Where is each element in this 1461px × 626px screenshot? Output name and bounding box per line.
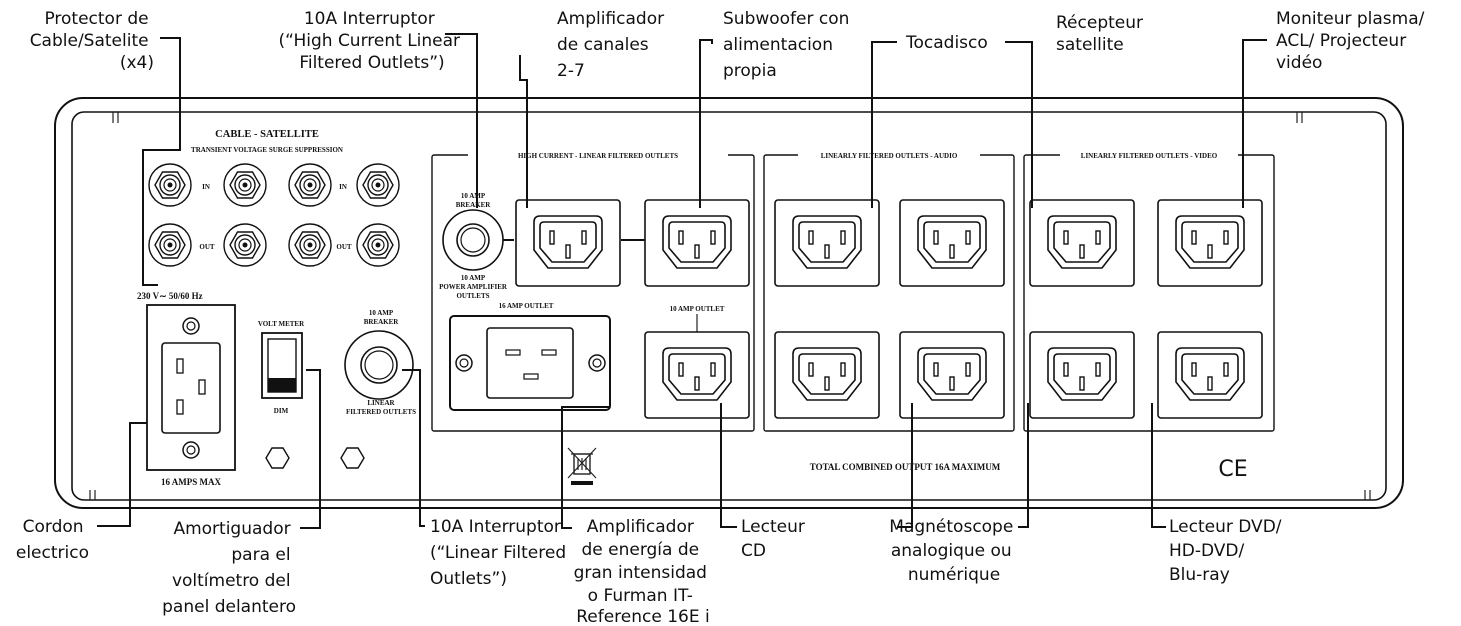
jack-label-out-2: OUT (336, 243, 352, 251)
callout-coax-protector: Protector de Cable/Satelite (x4) (30, 9, 154, 73)
coax-jack-out-1[interactable] (148, 223, 192, 267)
outlet-sat-receiver[interactable] (1029, 199, 1135, 287)
crossed-out-bin-icon (567, 447, 597, 485)
callout-cd-player: Lecteur CD (741, 517, 810, 561)
hc-breaker-bottom-3: OUTLETS (456, 292, 489, 300)
audio-group: LINEARLY FILTERED OUTLETS - AUDIO (763, 149, 1015, 432)
volt-meter-dim-switch[interactable] (261, 332, 303, 399)
outlet-cd-player[interactable] (774, 331, 880, 419)
outlet-16a-power-amp[interactable] (449, 315, 611, 411)
breaker-linear-label-2: BREAKER (364, 318, 400, 326)
callout-breaker-high-current: 10A Interruptor (“High Current Linear Fi… (279, 9, 466, 73)
outlet-amp-channels[interactable] (515, 199, 621, 287)
outlet-dvd-player[interactable] (1157, 331, 1263, 419)
mounting-screw-1 (265, 447, 290, 469)
coax-section-subtitle: TRANSIENT VOLTAGE SURGE SUPPRESSION (191, 146, 343, 154)
coax-jack-in-2[interactable] (223, 163, 267, 207)
outlet-subwoofer[interactable] (644, 199, 750, 287)
outlet-audio-4[interactable] (899, 331, 1005, 419)
outlet-vcr[interactable] (1029, 331, 1135, 419)
outlet-10a[interactable] (644, 331, 750, 419)
voltage-rating: 230 V∼ 50/60 Hz (137, 291, 203, 301)
amps-max-label: 16 AMPS MAX (161, 477, 221, 487)
jack-label-in-2: IN (339, 183, 347, 191)
callout-labels: Protector de Cable/Satelite (x4) 10A Int… (16, 9, 1430, 626)
breaker-linear-label-1: 10 AMP (369, 309, 394, 317)
audio-group-title: LINEARLY FILTERED OUTLETS - AUDIO (821, 152, 958, 160)
high-current-title: HIGH CURRENT - LINEAR FILTERED OUTLETS (518, 152, 678, 160)
outlet-monitor[interactable] (1157, 199, 1263, 287)
callout-amp-channels: Amplificador de canales 2-7 (557, 9, 670, 81)
dim-label: DIM (274, 407, 289, 415)
coax-jack-out-3[interactable] (288, 223, 332, 267)
callout-breaker-linear: 10A Interruptor (“Linear Filtered Outlet… (430, 517, 572, 589)
callout-subwoofer: Subwoofer con alimentacion propia (723, 9, 855, 81)
mounting-screw-2 (340, 447, 365, 469)
outlet-turntable[interactable] (774, 199, 880, 287)
volt-meter-label: VOLT METER (258, 320, 305, 328)
callout-sat-receiver: Récepteur satellite (1056, 13, 1148, 55)
coax-jack-in-3[interactable] (288, 163, 332, 207)
total-output-label: TOTAL COMBINED OUTPUT 16A MAXIMUM (810, 462, 1001, 472)
jack-label-out-1: OUT (199, 243, 215, 251)
callout-monitor: Moniteur plasma/ ACL/ Projecteur vidéo (1276, 9, 1430, 73)
leader-lines (97, 33, 1267, 529)
hc-breaker-bottom-2: POWER AMPLIFIER (439, 283, 508, 291)
outlet-audio-2[interactable] (899, 199, 1005, 287)
callout-power-amp: Amplificador de energía de gran intensid… (574, 517, 713, 626)
breaker-high-current[interactable] (442, 209, 504, 271)
coax-jack-out-2[interactable] (223, 223, 267, 267)
ce-mark: CE (1218, 457, 1247, 482)
coax-jack-in-4[interactable] (356, 163, 400, 207)
video-group: LINEARLY FILTERED OUTLETS - VIDEO (1023, 149, 1275, 432)
callout-turntable: Tocadisco (905, 33, 988, 53)
outlet-10a-label: 10 AMP OUTLET (670, 305, 725, 313)
hc-breaker-bottom-1: 10 AMP (461, 274, 486, 282)
coax-surge-section: CABLE - SATELLITE TRANSIENT VOLTAGE SURG… (148, 129, 400, 267)
coax-section-title: CABLE - SATELLITE (215, 129, 319, 140)
callout-dvd-player: Lecteur DVD/ HD-DVD/ Blu-ray (1169, 517, 1287, 585)
video-group-title: LINEARLY FILTERED OUTLETS - VIDEO (1081, 152, 1218, 160)
callout-dimmer: Amortiguador para el voltímetro del pane… (162, 519, 296, 617)
hc-breaker-label-2: BREAKER (456, 201, 492, 209)
breaker-linear-bottom-1: LINEAR (367, 399, 395, 407)
coax-jack-in-1[interactable] (148, 163, 192, 207)
hc-breaker-label-1: 10 AMP (461, 192, 486, 200)
callout-power-cord: Cordon electrico (16, 517, 89, 563)
breaker-linear-outlets[interactable] (344, 330, 414, 400)
jack-label-in-1: IN (202, 183, 210, 191)
callout-vcr: Magnétoscope analogique ou numérique (889, 517, 1018, 585)
outlet-16a-label: 16 AMP OUTLET (499, 302, 554, 310)
power-inlet[interactable] (146, 304, 236, 471)
breaker-linear-bottom-2: FILTERED OUTLETS (346, 408, 416, 416)
coax-jack-out-4[interactable] (356, 223, 400, 267)
high-current-group: HIGH CURRENT - LINEAR FILTERED OUTLETS (431, 149, 755, 432)
